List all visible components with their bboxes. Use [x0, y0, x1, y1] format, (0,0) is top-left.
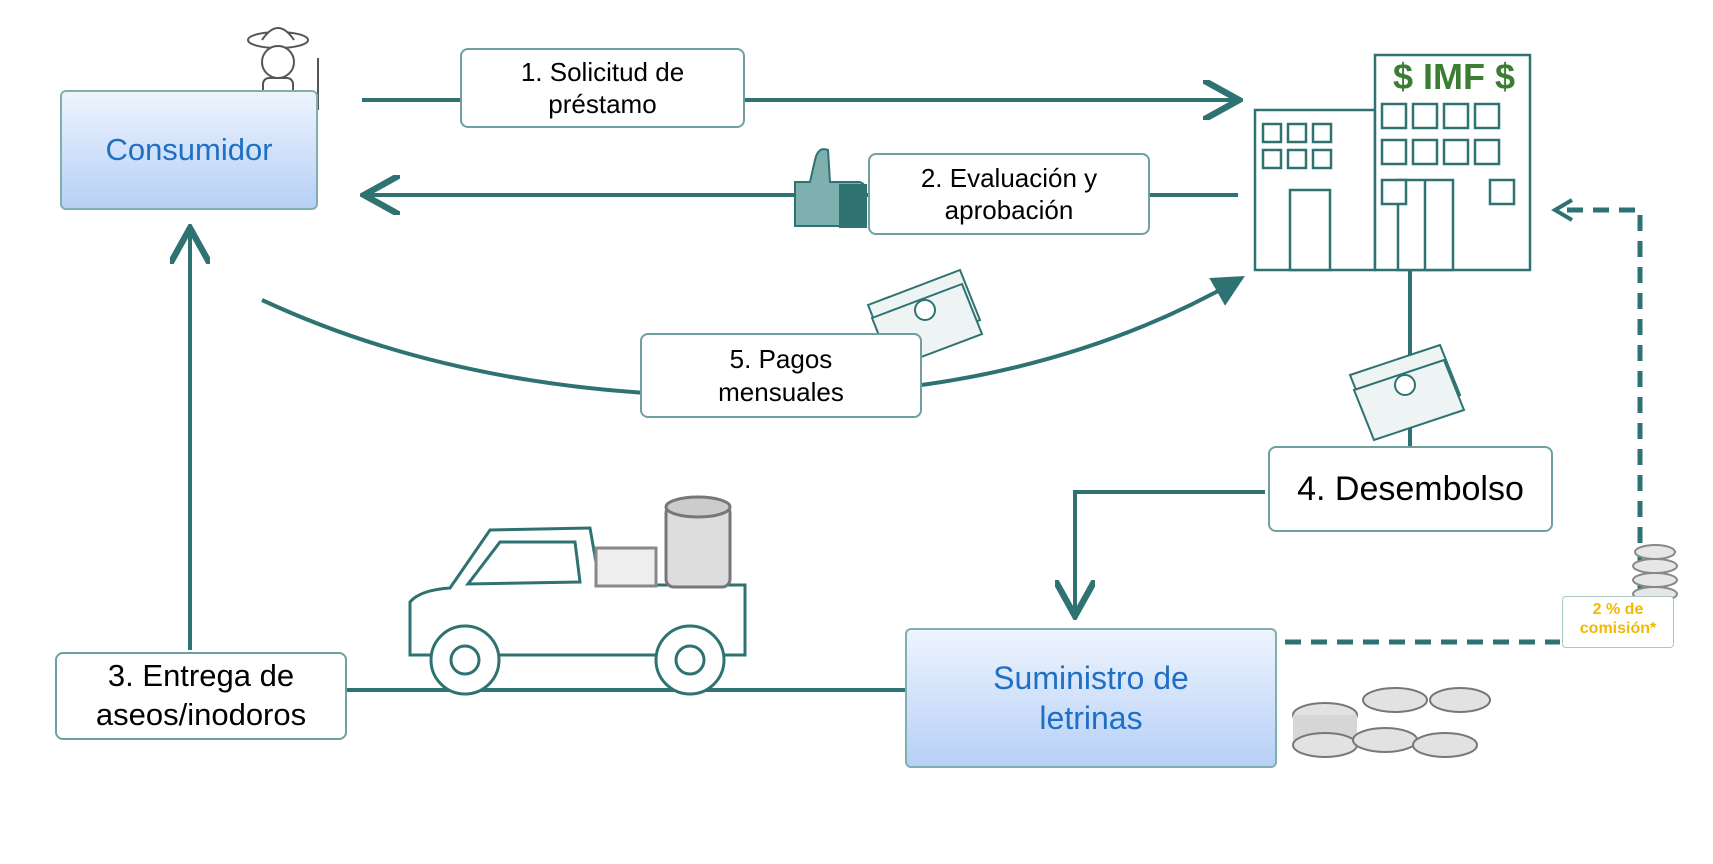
- coin-stack-icon: [1632, 544, 1678, 602]
- step-disbursement: 4. Desembolso: [1268, 446, 1553, 532]
- commission-label: 2 % de comisión*: [1579, 601, 1657, 638]
- consumer-label: Consumidor: [105, 131, 273, 167]
- arrow-disbursement: [1075, 490, 1265, 612]
- delivery-truck-icon: [408, 495, 747, 696]
- step-disbursement-label: 4. Desembolso: [1297, 469, 1524, 508]
- step-evaluation: 2. Evaluación y aprobación: [868, 153, 1150, 235]
- thumbs-up-icon: [794, 148, 867, 228]
- supplier-node: Suministro de letrinas: [905, 628, 1277, 768]
- bank-building-icon: [1253, 53, 1532, 272]
- step-monthly-payments: 5. Pagos mensuales: [640, 333, 922, 418]
- supplier-label: Suministro de letrinas: [993, 660, 1189, 736]
- mfi-label: $ IMF $: [1392, 56, 1516, 97]
- commission-arrowhead: [1551, 198, 1574, 222]
- consumer-node: Consumidor: [60, 90, 318, 210]
- commission-note: 2 % de comisión*: [1562, 596, 1674, 648]
- step-loan-request-label: 1. Solicitud de préstamo: [520, 56, 685, 120]
- arrow-commission-return: [1560, 207, 1643, 595]
- money-stack-icon: [1348, 343, 1466, 442]
- step-evaluation-label: 2. Evaluación y aprobación: [920, 162, 1098, 226]
- latrine-rings-icon: [1292, 687, 1491, 758]
- step-loan-request: 1. Solicitud de préstamo: [460, 48, 745, 128]
- step-monthly-payments-label: 5. Pagos mensuales: [718, 344, 844, 407]
- step-delivery-label: 3. Entrega de aseos/inodoros: [95, 658, 307, 732]
- step-delivery: 3. Entrega de aseos/inodoros: [55, 652, 347, 740]
